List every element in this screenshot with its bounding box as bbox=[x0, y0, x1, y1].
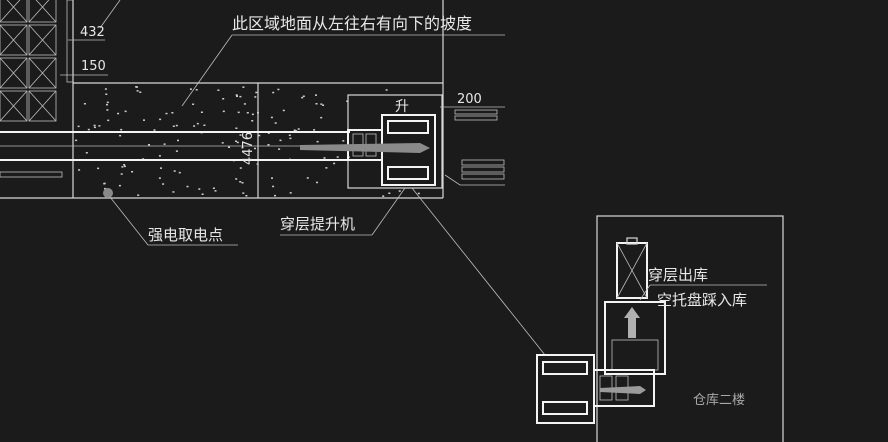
dimension-432-label: 432 bbox=[80, 25, 105, 40]
lift-machine-label: 穿层提升机 bbox=[280, 215, 355, 233]
lift-mark-label: 升 bbox=[395, 99, 409, 115]
lift-machine-drawing: 升 bbox=[300, 94, 443, 189]
power-point-marker bbox=[103, 188, 113, 198]
bottom-lift-machine bbox=[536, 354, 655, 424]
dimension-150-label: 150 bbox=[81, 59, 106, 74]
dimension-200-label: 200 bbox=[457, 92, 482, 107]
warehouse-floor2-label: 仓库二楼 bbox=[693, 392, 745, 408]
empty-pallet-inbound-label: 空托盘踩入库 bbox=[657, 291, 747, 309]
rack-bay bbox=[28, 24, 57, 56]
slope-note-label: 此区域地面从左往右有向下的坡度 bbox=[232, 14, 472, 33]
conveyor-rails bbox=[0, 131, 350, 178]
rack-bay bbox=[28, 90, 57, 122]
dimension-4476-label: 4476 bbox=[241, 132, 256, 165]
storage-racks bbox=[0, 0, 74, 122]
dimension-200: 200 bbox=[440, 92, 505, 186]
rack-bay bbox=[0, 57, 28, 89]
warehouse-floor2-area: 穿层出库 空托盘踩入库 仓库二楼 bbox=[596, 215, 784, 442]
rack-bay bbox=[28, 0, 57, 23]
outbound-label: 穿层出库 bbox=[648, 266, 708, 284]
sloped-floor-area bbox=[0, 0, 444, 199]
rack-bay bbox=[28, 57, 57, 89]
rack-bay bbox=[0, 0, 28, 23]
rack-bay bbox=[0, 24, 28, 56]
rack-bay bbox=[0, 90, 28, 122]
power-point-label: 强电取电点 bbox=[148, 226, 223, 244]
